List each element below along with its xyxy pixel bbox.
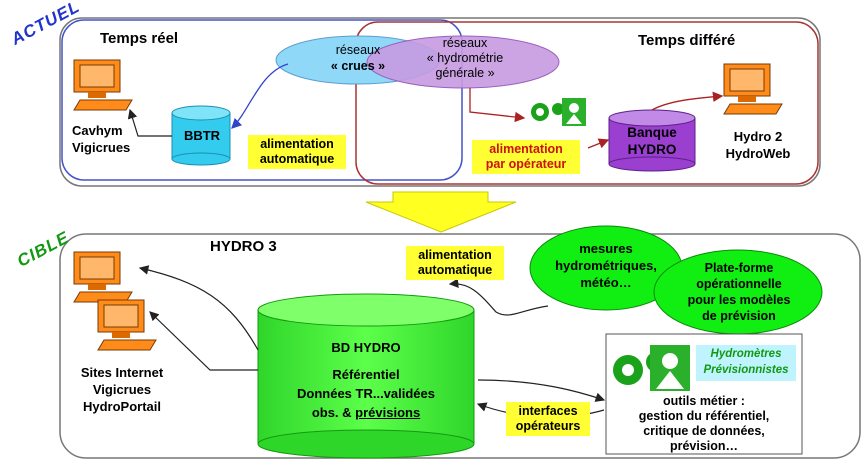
temps-differe-title: Temps différé	[638, 32, 736, 49]
hydrometres-band	[696, 345, 796, 381]
computer-icon	[97, 299, 157, 351]
arrow-bbtr-to-cavhym	[127, 108, 172, 137]
computer-icon	[73, 59, 133, 111]
actuel-frame	[59, 17, 821, 187]
cible-frame	[59, 233, 861, 459]
computer-icon	[73, 251, 133, 303]
bd-hydro-text: BD HYDRO Référentiel Données TR...validé…	[258, 338, 474, 422]
hydro3-title: HYDRO 3	[210, 238, 277, 255]
arrow-crues-to-bbtr	[231, 63, 289, 129]
banque-hydro-cylinder	[608, 109, 696, 172]
arrow-banque-to-hydro2	[651, 91, 724, 111]
bbtr-label: BBTR	[183, 128, 221, 143]
arrow-bd-to-sites-upper	[138, 265, 259, 351]
arrow-bd-to-outils	[477, 379, 606, 402]
arrow-operateur-to-banque	[587, 138, 610, 149]
temps-differe-frame	[355, 21, 819, 185]
arrow-hydro-to-operateur	[469, 88, 526, 123]
arrow-bd-to-sites-lower	[149, 311, 258, 371]
bd-hydro-cylinder	[257, 293, 475, 459]
computer-icon	[723, 63, 783, 115]
temps-reel-title: Temps réel	[100, 30, 179, 47]
bd-hydro-title: BD HYDRO	[331, 340, 401, 355]
gear-icon	[531, 103, 564, 121]
transition-arrow	[365, 191, 517, 233]
arrow-mesures-to-bd	[448, 278, 549, 316]
temps-reel-frame	[61, 19, 463, 181]
operator-icon	[650, 345, 690, 391]
operator-icon	[562, 98, 586, 126]
reseaux-crues-text: réseaux« crues »	[330, 43, 386, 73]
outils-text: outils métier :gestion du référentiel,cr…	[638, 394, 770, 453]
reseaux-hydro-ellipse	[366, 35, 560, 89]
bbtr-cylinder	[171, 105, 231, 166]
